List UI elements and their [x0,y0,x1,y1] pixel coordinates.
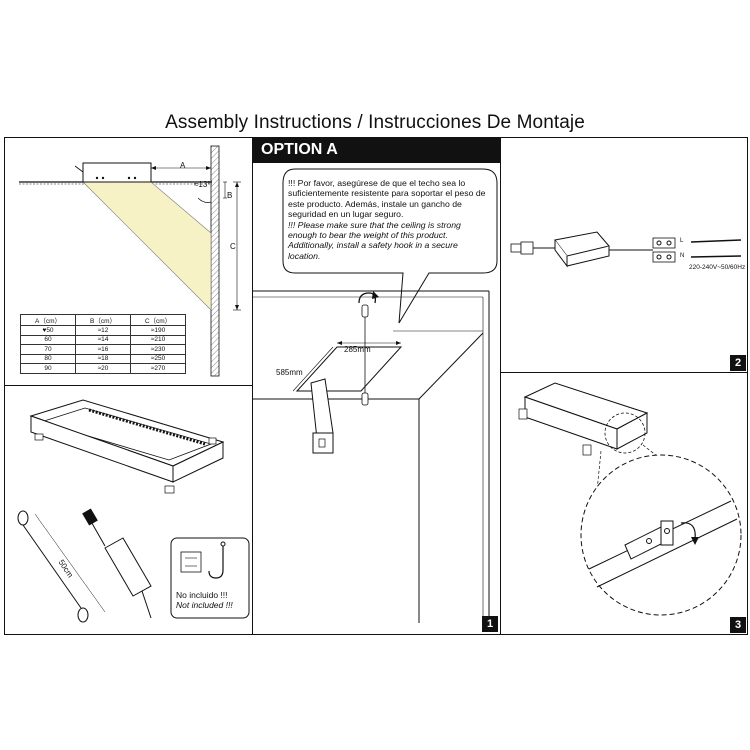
divider-left [252,137,253,635]
step-number-2: 2 [730,355,746,371]
option-header-bar [253,138,500,163]
table-cell: ≈190 [130,325,186,336]
table-cell: 80 [20,353,76,364]
table-cell: 70 [20,344,76,355]
table-cell: ≈210 [130,334,186,345]
table-row: 90 ≈20 ≈270 [20,363,186,374]
table-row: 80 ≈18 ≈250 [20,353,186,364]
dimension-table: A（cm） B（cm） C（cm） ♥50 ≈12 ≈190 60 ≈14 ≈2… [20,314,186,374]
divider-right-horizontal [500,372,748,373]
label-a: A [180,161,186,170]
divider-right [500,137,501,635]
table-row: 70 ≈16 ≈230 [20,344,186,355]
table-cell: 90 [20,363,76,374]
table-cell: ♥50 [20,325,76,336]
divider-left-horizontal [4,385,253,386]
beam-angle-diagram [19,145,241,377]
beam-angle-label: ≈13° [194,180,211,189]
cutout-depth-label: 585mm [276,368,303,377]
terminal-n-label: N [680,253,685,259]
table-header-cell: B（cm） [75,314,131,326]
package-contents-illustration [17,399,250,623]
table-row: ♥50 ≈12 ≈190 [20,325,186,336]
table-cell: ≈230 [130,344,186,355]
not-included-es: No incluido !!! [176,590,228,600]
wiring-diagram [510,231,742,268]
warning-en: !!! Please make sure that the ceiling is… [288,219,461,261]
table-row: 60 ≈14 ≈210 [20,334,186,345]
step-number-1: 1 [482,616,498,632]
not-included-note: No incluido !!! Not included !!! [176,590,233,610]
warning-es: !!! Por favor, asegúrese de que el techo… [288,178,486,220]
option-label: OPTION A [261,141,338,158]
not-included-en: Not included !!! [176,600,233,610]
table-header-cell: A（cm） [20,314,76,326]
table-cell: ≈270 [130,363,186,374]
table-cell: ≈14 [75,334,131,345]
table-header-cell: C（cm） [130,314,186,326]
page-title: Assembly Instructions / Instrucciones De… [165,112,585,133]
table-cell: ≈250 [130,353,186,364]
table-header-row: A（cm） B（cm） C（cm） [20,314,186,326]
label-b: B [227,191,233,200]
terminal-l-label: L [680,238,684,244]
table-cell: ≈16 [75,344,131,355]
voltage-label: 220-240V~50/60Hz [689,264,746,271]
step-number-3: 3 [730,617,746,633]
label-c: C [230,242,236,251]
table-cell: ≈18 [75,353,131,364]
table-cell: ≈20 [75,363,131,374]
table-cell: 60 [20,334,76,345]
instruction-sheet [4,137,748,635]
clip-detail-illustration [518,382,742,616]
cutout-width-label: 285mm [344,345,371,354]
ceiling-cutout-illustration [253,168,498,623]
safety-warning: !!! Por favor, asegúrese de que el techo… [288,178,488,261]
table-cell: ≈12 [75,325,131,336]
